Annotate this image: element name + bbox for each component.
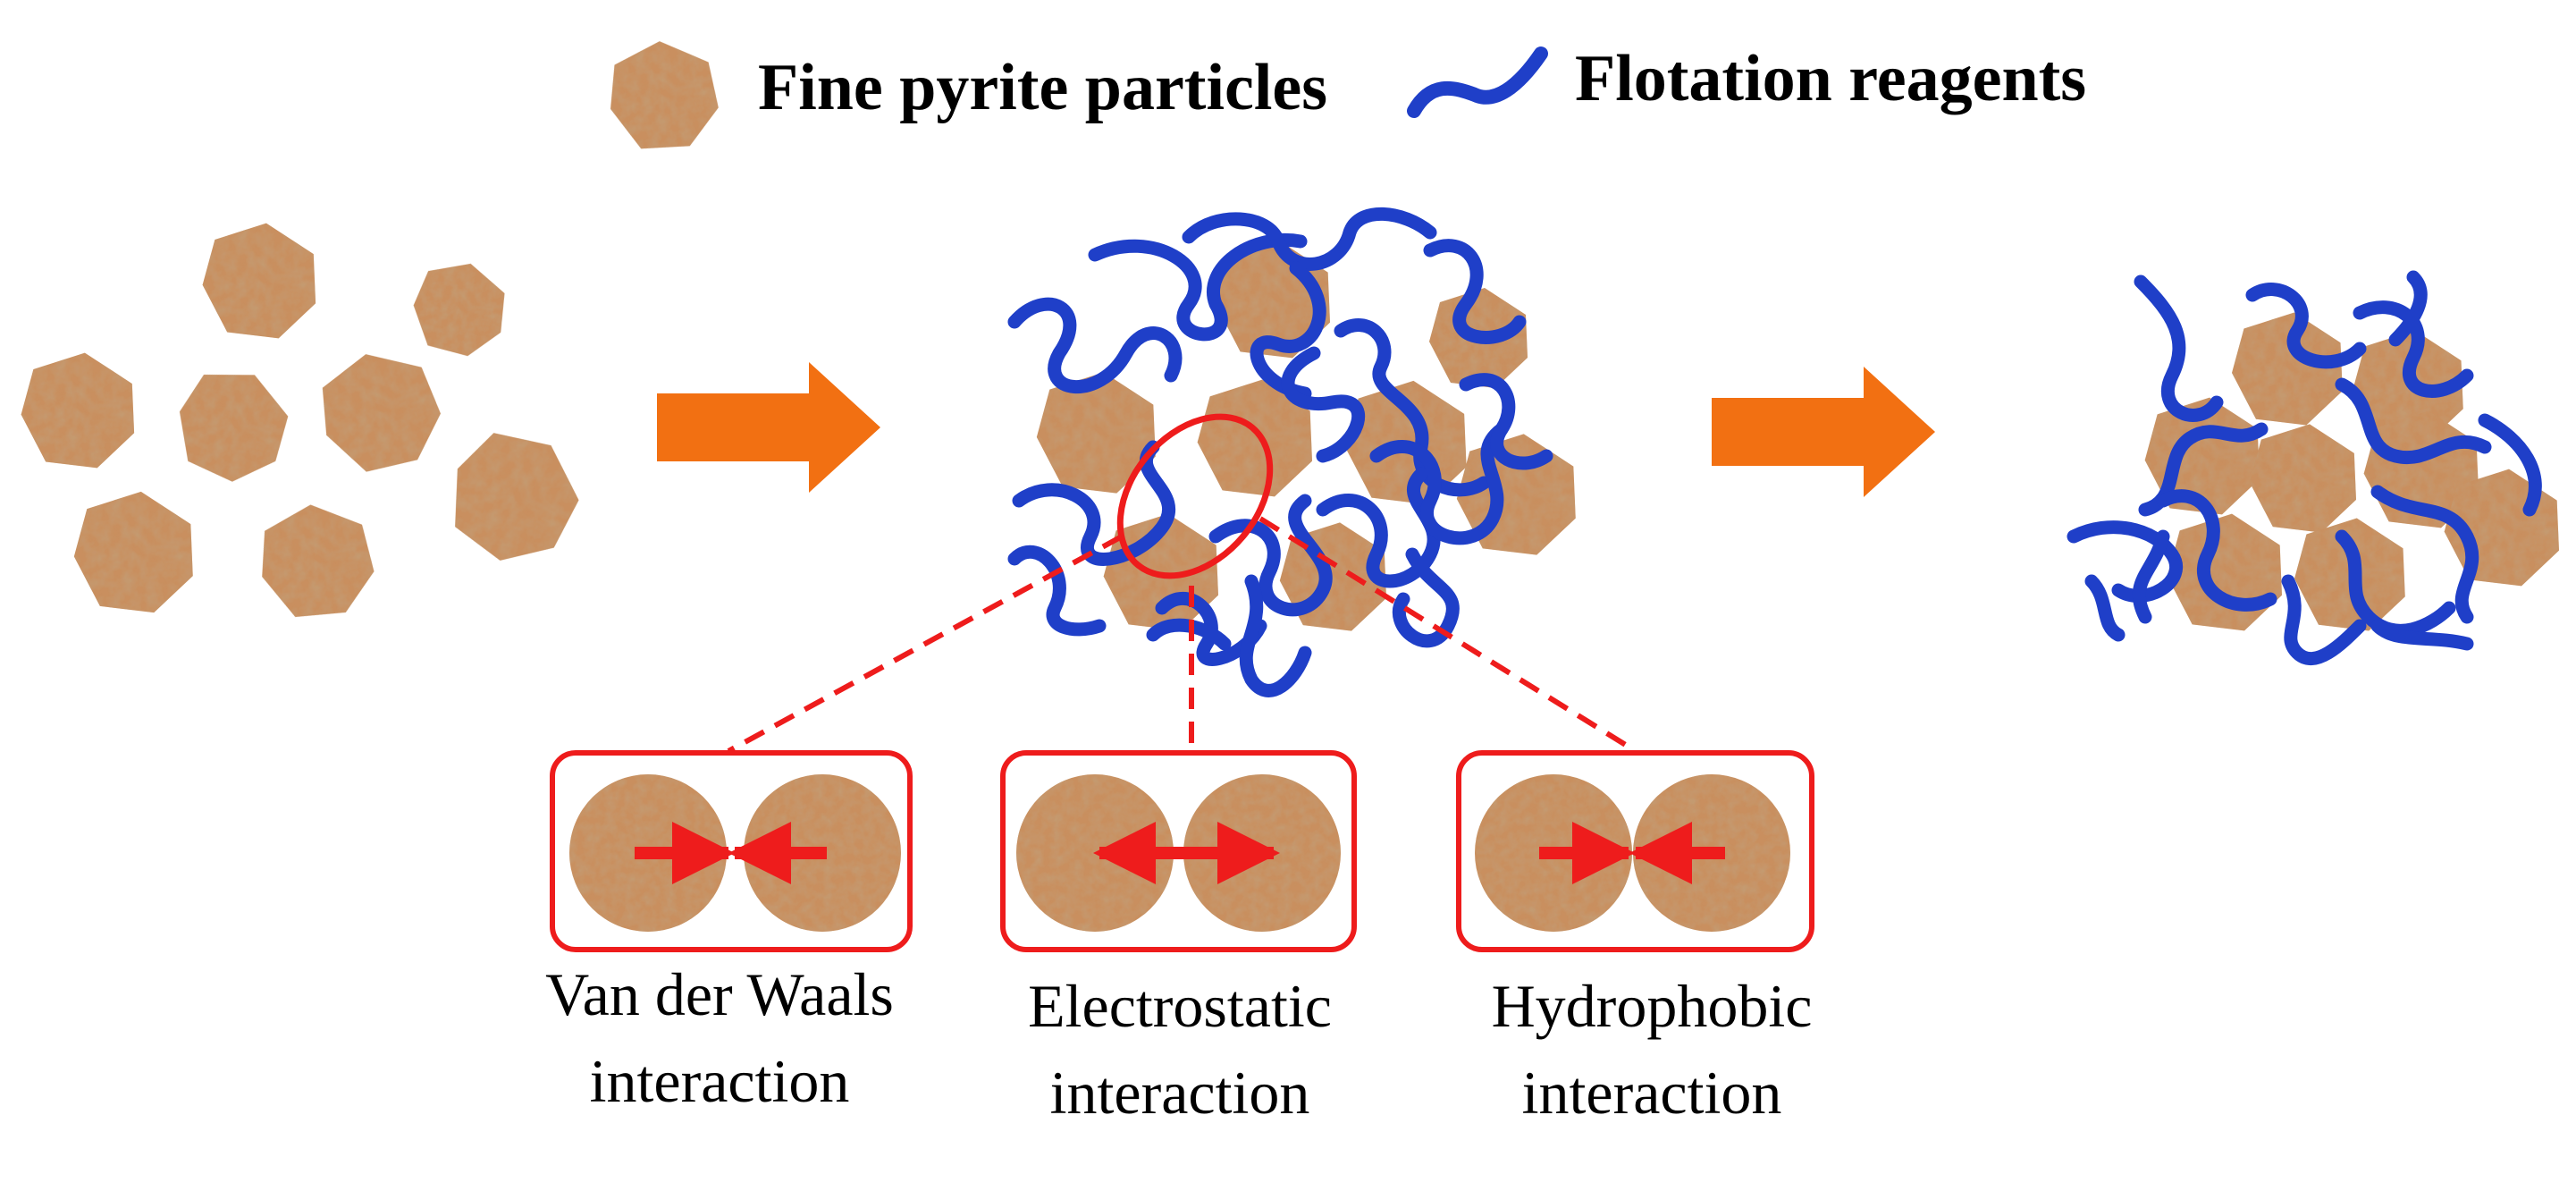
- particle: [2168, 514, 2282, 631]
- legend-particle-label: Fine pyrite particles: [758, 51, 1327, 124]
- connector-line: [727, 534, 1124, 754]
- particle: [2250, 424, 2356, 532]
- connector-lines: [727, 516, 1637, 754]
- interaction-panel-electrostatic: Electrostatic interaction: [1000, 750, 1357, 1127]
- interaction-label-line2: interaction: [590, 1047, 850, 1115]
- connector-line: [1259, 516, 1637, 754]
- legend-reagent-label: Flotation reagents: [1575, 42, 2086, 115]
- particle: [74, 492, 193, 612]
- particle: [2232, 313, 2343, 426]
- process-arrow-2: [1712, 367, 1935, 497]
- highlight-ellipse: [1116, 413, 1274, 579]
- interaction-label-line1: Van der Waals: [545, 960, 894, 1028]
- dispersed-particles: [21, 224, 598, 629]
- particle: [249, 494, 381, 628]
- interaction-panel-van-der-waals: Van der Waals interaction: [545, 750, 913, 1115]
- interaction-label-line1: Hydrophobic: [1492, 972, 1813, 1040]
- legend-reagent-swatch: [1407, 46, 1548, 118]
- interaction-panel-hydrophobic: Hydrophobic interaction: [1456, 750, 1814, 1127]
- particle: [203, 224, 316, 339]
- particle: [21, 353, 135, 469]
- particle: [305, 337, 452, 486]
- interaction-label-line1: Electrostatic: [1028, 972, 1332, 1040]
- floc-aggregate: [2067, 270, 2559, 665]
- interaction-label-line2: interaction: [1050, 1059, 1310, 1127]
- process-arrow-1: [657, 362, 880, 493]
- particle: [1037, 372, 1156, 493]
- reagent-chains: [2067, 270, 2542, 665]
- reagent-chains: [1007, 207, 1553, 697]
- legend-particle-swatch: [601, 33, 724, 158]
- interaction-label-line2: interaction: [1522, 1059, 1782, 1127]
- particle: [164, 357, 299, 493]
- particle: [408, 257, 509, 360]
- particle: [428, 410, 597, 580]
- legend: Fine pyrite particles Flotation reagents: [601, 33, 2086, 158]
- interaction-panels: Van der Waals interaction Electrostatic …: [545, 750, 1814, 1127]
- reagent-adsorbed-cluster: [1007, 207, 1576, 697]
